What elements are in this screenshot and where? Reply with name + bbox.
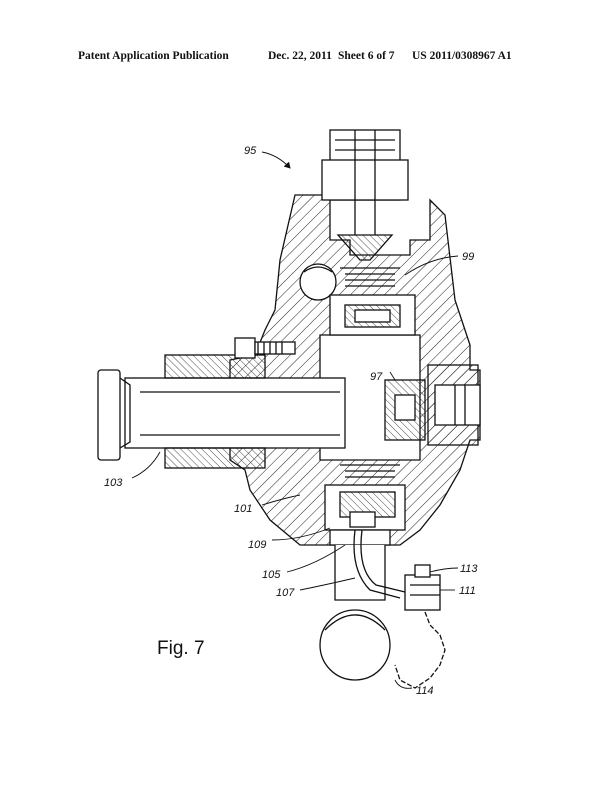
ref-97: 97 (370, 371, 383, 383)
ref-113: 113 (460, 563, 478, 575)
ref-103: 103 (104, 477, 123, 489)
check-ball (299, 263, 337, 301)
publication-label: Patent Application Publication (78, 50, 229, 62)
chain (394, 611, 446, 689)
ref-101: 101 (234, 503, 252, 515)
page-header: Patent Application Publication Dec. 22, … (0, 50, 614, 70)
ref-109: 109 (248, 539, 266, 551)
sheet-number: Sheet 6 of 7 (338, 50, 395, 62)
ref-95: 95 (244, 145, 257, 157)
ref-114: 114 (416, 685, 434, 697)
pipe-flange (97, 369, 121, 461)
ref-99: 99 (462, 251, 474, 263)
inlet-pipe (124, 377, 346, 449)
drain-tube (334, 545, 386, 601)
drain-cap (404, 574, 441, 611)
patent-number: US 2011/0308967 A1 (412, 50, 512, 62)
publication-date: Dec. 22, 2011 (268, 50, 332, 62)
ref-107: 107 (276, 587, 295, 599)
ref-105: 105 (262, 569, 281, 581)
figure-caption: Fig. 7 (157, 638, 205, 659)
ref-111: 111 (459, 585, 476, 597)
drain-bulb (319, 609, 391, 681)
